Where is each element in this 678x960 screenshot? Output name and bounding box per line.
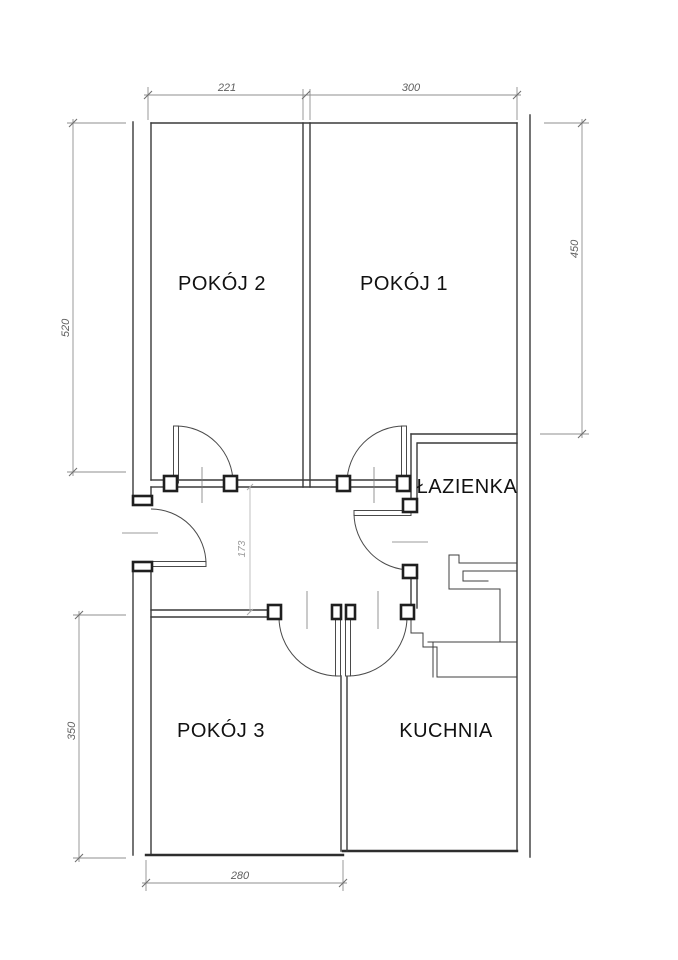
jamb-lazienka-bottom bbox=[401, 563, 419, 580]
dim-tick bbox=[141, 878, 151, 888]
door-arc-pokoj1 bbox=[346, 425, 405, 484]
dimension-values: 221 300 520 450 350 280 173 bbox=[60, 82, 581, 882]
jamb-pokoj2-left bbox=[162, 474, 179, 493]
exterior-walls bbox=[132, 114, 531, 858]
shaft-notch-step bbox=[462, 570, 489, 582]
room-label-pokoj-1: POKÓJ 1 bbox=[360, 272, 448, 295]
dim-value-hallway: 173 bbox=[237, 540, 248, 557]
door-arc-entrance bbox=[150, 508, 207, 565]
dim-tick bbox=[246, 483, 254, 491]
jamb-pokoj3-left bbox=[266, 603, 283, 621]
room-labels: POKÓJ 2 POKÓJ 1 ŁAZIENKA POKÓJ 3 KUCHNIA bbox=[177, 272, 518, 742]
door-jambs bbox=[131, 474, 419, 621]
jamb-kuchnia-right bbox=[399, 603, 416, 621]
room-label-lazienka: ŁAZIENKA bbox=[417, 476, 518, 498]
door-arc-pokoj2 bbox=[175, 425, 234, 484]
dim-tick bbox=[246, 608, 254, 616]
dim-value-right: 450 bbox=[569, 239, 581, 258]
interior-walls bbox=[144, 122, 519, 857]
dim-tick bbox=[74, 610, 84, 620]
dim-tick bbox=[74, 853, 84, 863]
dim-value-left-lower: 350 bbox=[66, 721, 78, 740]
dim-value-top-left: 221 bbox=[217, 82, 236, 94]
dimension-lines bbox=[67, 87, 589, 891]
dim-tick bbox=[338, 878, 348, 888]
jamb-entrance-bottom bbox=[131, 560, 154, 573]
doors bbox=[150, 425, 412, 677]
shaft-outline-left bbox=[448, 554, 501, 643]
dim-tick bbox=[577, 429, 587, 439]
door-arc-lazienka bbox=[353, 512, 412, 571]
dim-value-left-upper: 520 bbox=[60, 318, 72, 337]
dim-tick bbox=[577, 118, 587, 128]
jamb-kuchnia-hinge bbox=[344, 603, 357, 621]
jamb-lazienka-top bbox=[401, 497, 419, 514]
dim-value-bottom: 280 bbox=[230, 870, 250, 882]
door-leaf-pokoj1 bbox=[401, 425, 407, 484]
jamb-entrance-top bbox=[131, 494, 154, 507]
room-label-pokoj-2: POKÓJ 2 bbox=[178, 272, 266, 295]
door-leaf-pokoj3 bbox=[335, 616, 341, 677]
jamb-pokoj2-right bbox=[222, 474, 239, 493]
room-label-pokoj-3: POKÓJ 3 bbox=[177, 719, 265, 742]
shaft-and-steps bbox=[410, 554, 518, 678]
dim-tick bbox=[143, 90, 153, 100]
shaft-outline-top bbox=[448, 554, 518, 564]
dim-value-top-right: 300 bbox=[402, 82, 421, 94]
dim-tick bbox=[68, 118, 78, 128]
jamb-pokoj1-left bbox=[335, 474, 352, 493]
door-leaf-pokoj2 bbox=[173, 425, 179, 484]
door-arc-pokoj3 bbox=[278, 616, 339, 677]
room-label-kuchnia: KUCHNIA bbox=[399, 720, 493, 742]
doorway-centerlines bbox=[122, 467, 428, 629]
dim-tick bbox=[512, 90, 522, 100]
jamb-pokoj3-hinge bbox=[330, 603, 343, 621]
dim-tick bbox=[301, 90, 311, 100]
door-leaf-entrance bbox=[150, 561, 207, 567]
door-arc-kuchnia bbox=[347, 616, 408, 677]
kitchen-corner-steps bbox=[410, 619, 518, 678]
dim-tick bbox=[68, 467, 78, 477]
door-leaf-kuchnia bbox=[345, 616, 351, 677]
jamb-pokoj1-right bbox=[395, 474, 412, 493]
